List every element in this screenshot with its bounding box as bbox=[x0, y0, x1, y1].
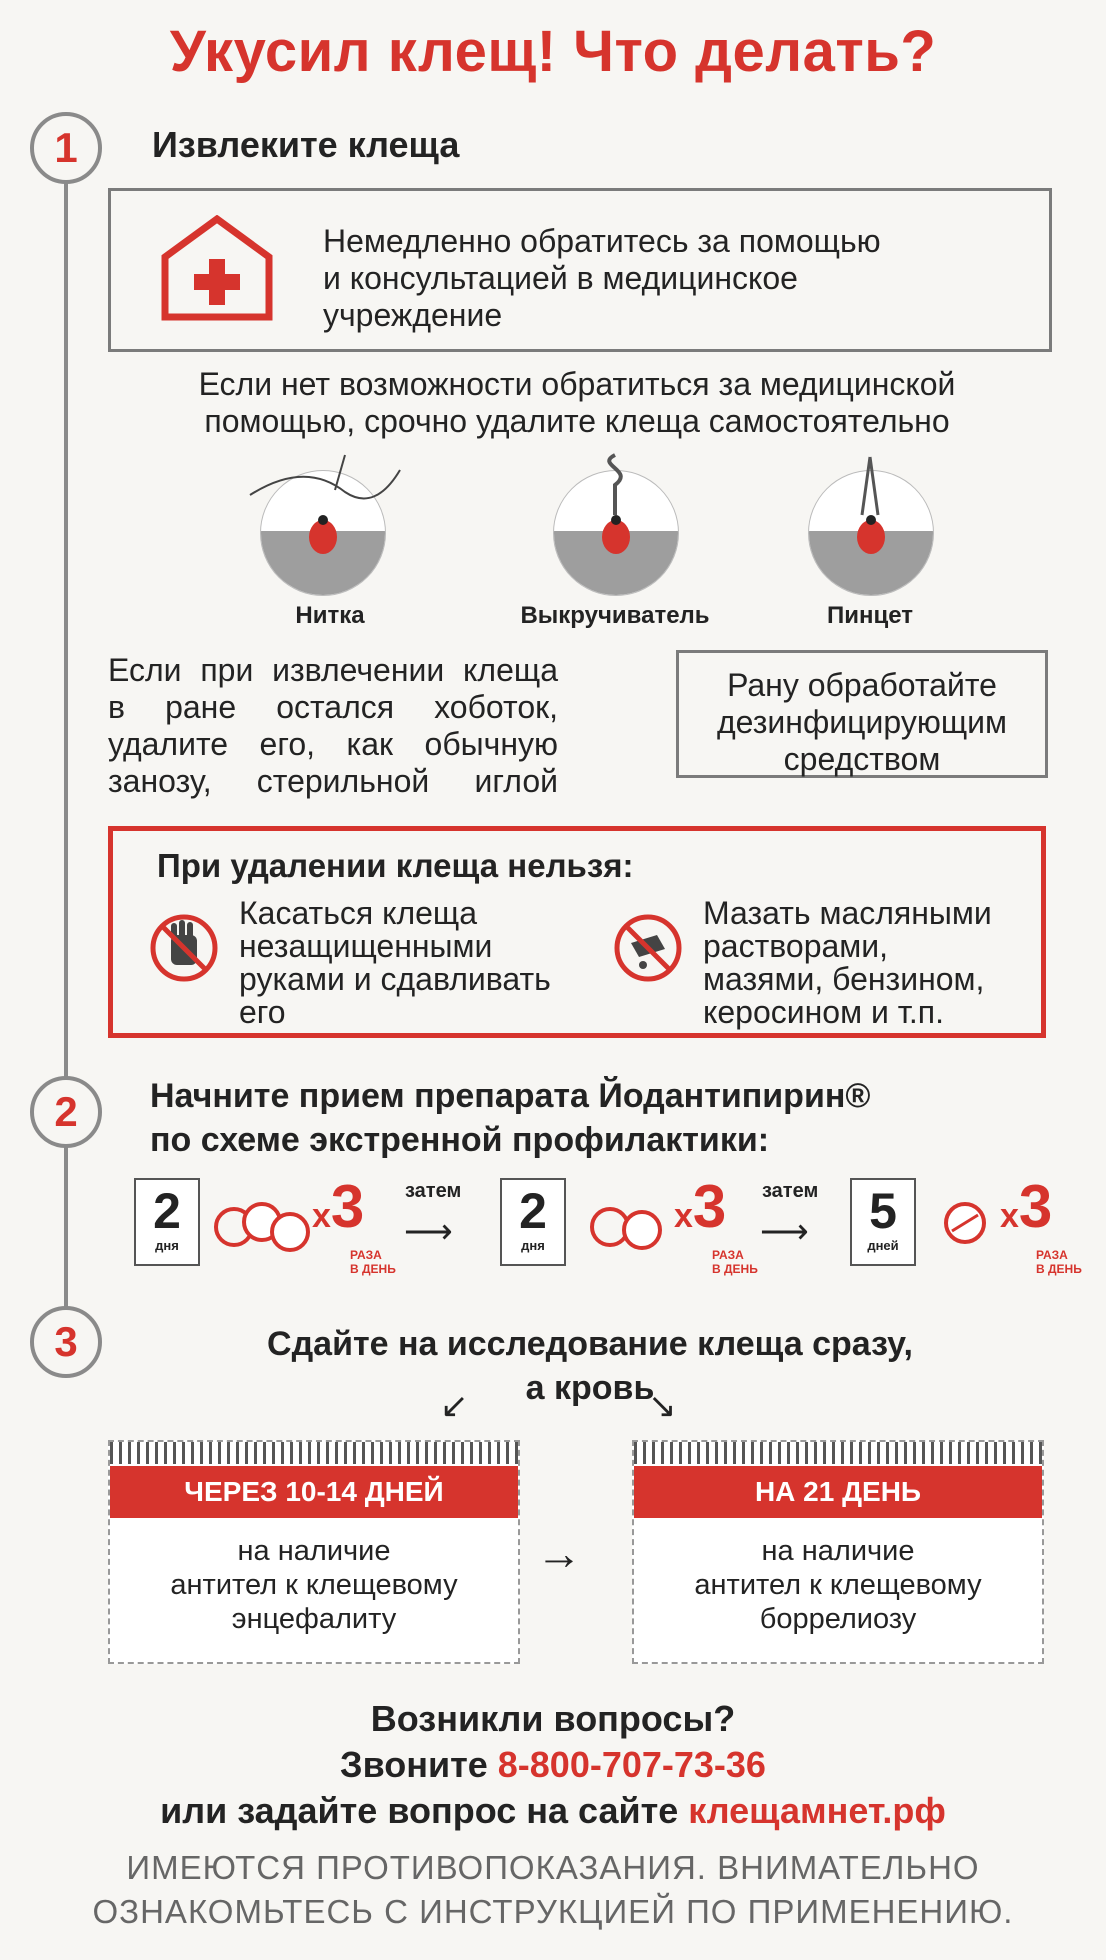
forbidden-item-oil: Мазать масляными растворами, мазями, бен… bbox=[703, 895, 992, 1030]
tweezers-method-illustration bbox=[808, 470, 934, 596]
test-card-2-header: НА 21 ДЕНЬ bbox=[634, 1466, 1042, 1518]
test-card-2-body: на наличие антител к клещевому боррелиоз… bbox=[694, 1535, 982, 1635]
arrow-right-icon: ⟶ bbox=[760, 1213, 809, 1251]
timeline-line bbox=[64, 120, 68, 1360]
step-2-title: Начните прием препарата Йодантипирин® по… bbox=[150, 1077, 871, 1159]
step-3-badge: 3 bbox=[30, 1306, 102, 1378]
step-1-title: Извлеките клеща bbox=[152, 124, 460, 165]
forbidden-box: При удалении клеща нельзя: Касаться клещ… bbox=[108, 826, 1046, 1038]
regimen-days-card-1: 2 дня bbox=[134, 1178, 200, 1266]
calendar-rings bbox=[634, 1442, 1042, 1464]
tweezers-icon bbox=[860, 456, 880, 516]
tick-icon bbox=[857, 515, 885, 554]
no-hands-icon bbox=[150, 914, 218, 982]
arrow-right-icon: ⟶ bbox=[404, 1213, 453, 1251]
then-label-1: затем bbox=[405, 1180, 462, 1202]
pills-3-icon bbox=[214, 1202, 310, 1252]
arrow-down-left-icon: ↙ bbox=[440, 1387, 469, 1425]
hospital-icon bbox=[161, 215, 273, 321]
tick-icon bbox=[309, 515, 337, 554]
arrow-right-icon: → bbox=[536, 1527, 582, 1579]
then-label-2: затем bbox=[762, 1180, 819, 1202]
no-oil-icon bbox=[614, 914, 682, 982]
thread-method-illustration bbox=[260, 470, 386, 596]
forbidden-item-touch: Касаться клеща незащищенными руками и сд… bbox=[239, 895, 551, 1030]
pills-2-icon bbox=[590, 1207, 662, 1250]
step-2-badge: 2 bbox=[30, 1076, 102, 1148]
step-3-title: Сдайте на исследование клеща сразу, а кр… bbox=[267, 1325, 913, 1407]
arrow-down-right-icon: ↘ bbox=[648, 1387, 677, 1425]
test-card-1-body: на наличие антител к клещевому энцефалит… bbox=[170, 1535, 458, 1635]
test-card-1-header: ЧЕРЕЗ 10-14 ДНЕЙ bbox=[110, 1466, 518, 1518]
forbidden-title: При удалении клеща нельзя: bbox=[157, 847, 634, 884]
test-card-2: НА 21 ДЕНЬ на наличие антител к клещевом… bbox=[632, 1440, 1044, 1664]
calendar-rings bbox=[110, 1442, 518, 1464]
page-title: Укусил клещ! Что делать? bbox=[169, 19, 937, 84]
contraindications-footer: ИМЕЮТСЯ ПРОТИВОПОКАЗАНИЯ. ВНИМАТЕЛЬНО ОЗ… bbox=[92, 1849, 1014, 1930]
step-1-badge: 1 bbox=[30, 112, 102, 184]
self-removal-text: Если нет возможности обратиться за медиц… bbox=[198, 366, 956, 439]
thread-icon bbox=[249, 454, 401, 500]
hospital-box: Немедленно обратитесь за помощью и консу… bbox=[108, 188, 1052, 352]
wound-box: Рану обработайте дезинфицирующим средств… bbox=[676, 650, 1048, 778]
proboscis-note: Если при извлечении клеща в ране остался… bbox=[108, 652, 558, 799]
remover-method-illustration bbox=[553, 470, 679, 596]
multiplier-3: x3 bbox=[1000, 1173, 1053, 1240]
tool-label-remover: Выкручиватель bbox=[520, 602, 710, 629]
site-link[interactable]: клещамнет.рф bbox=[688, 1790, 946, 1831]
test-card-1: ЧЕРЕЗ 10-14 ДНЕЙ на наличие антител к кл… bbox=[108, 1440, 520, 1664]
regimen-days-card-2: 2 дня bbox=[500, 1178, 566, 1266]
tool-label-thread: Нитка bbox=[295, 602, 365, 629]
tick-icon bbox=[602, 515, 630, 554]
phone-number[interactable]: 8-800-707-73-36 bbox=[497, 1744, 766, 1785]
multiplier-2: x3 bbox=[674, 1173, 727, 1240]
multiplier-1: x3 bbox=[312, 1173, 365, 1240]
remover-icon bbox=[607, 453, 623, 515]
pill-1-icon bbox=[944, 1202, 986, 1244]
contacts-block: Возникли вопросы? Звоните 8-800-707-73-3… bbox=[160, 1698, 946, 1831]
regimen-days-card-3: 5 дней bbox=[850, 1178, 916, 1266]
tool-label-tweezers: Пинцет bbox=[826, 602, 914, 629]
hospital-text: Немедленно обратитесь за помощью и консу… bbox=[323, 223, 881, 333]
